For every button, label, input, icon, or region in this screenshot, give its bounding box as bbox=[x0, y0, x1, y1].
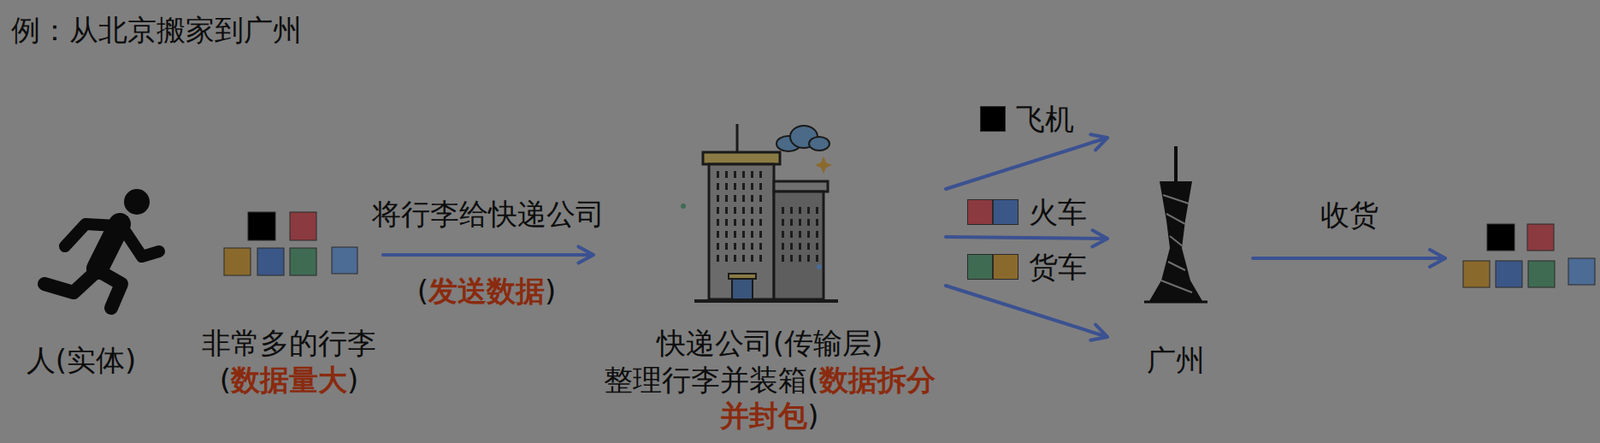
tower-icon bbox=[1144, 146, 1208, 302]
cargo-square bbox=[967, 199, 993, 225]
node-text: 广州 bbox=[1107, 342, 1245, 379]
edge-label-text: 将行李给快递公司 bbox=[371, 195, 605, 233]
cargo-square bbox=[992, 253, 1019, 280]
title: 例：从北京搬家到广州 bbox=[11, 11, 302, 49]
edge-label: 飞机 bbox=[980, 100, 1075, 138]
node-text: 整理行李并装箱(数据拆分并封包) bbox=[593, 361, 946, 435]
arrow-label: 收货 bbox=[1320, 196, 1379, 234]
cargo-square bbox=[980, 106, 1006, 132]
node-text: (数据量大) bbox=[194, 361, 384, 399]
note-label: (发送数据) bbox=[417, 272, 557, 310]
highlight-text: 数据量大 bbox=[230, 362, 348, 397]
cargo-square bbox=[967, 253, 993, 280]
edge-label-text: 火车 bbox=[1028, 194, 1087, 231]
edge-label: 货车 bbox=[967, 248, 1087, 286]
cargo-square bbox=[992, 199, 1019, 225]
luggage-icon bbox=[224, 212, 358, 276]
connector-arrow bbox=[383, 246, 594, 263]
node-text: 快递公司(传输层) bbox=[593, 324, 946, 362]
edge-label-text: 货车 bbox=[1028, 248, 1087, 286]
edge-label: 火车 bbox=[967, 194, 1087, 231]
connector-arrow bbox=[945, 230, 1108, 247]
connector-arrow bbox=[945, 134, 1108, 189]
city-node: 广州 bbox=[1107, 128, 1245, 379]
person-node: 人(实体) bbox=[4, 183, 159, 379]
node-text: 非常多的行李 bbox=[194, 324, 384, 362]
luggage-node: 非常多的行李(数据量大) bbox=[194, 205, 384, 398]
courier-node: 快递公司(传输层)整理行李并装箱(数据拆分并封包) bbox=[593, 119, 946, 435]
node-text: 人(实体) bbox=[4, 342, 159, 379]
receive-arrow bbox=[1252, 249, 1446, 267]
luggage-icon bbox=[1463, 224, 1595, 288]
edge-label: 将行李给快递公司 bbox=[371, 195, 605, 233]
edge-label-text: 飞机 bbox=[1015, 100, 1075, 138]
person-icon bbox=[44, 188, 160, 308]
highlight-text: 发送数据 bbox=[428, 273, 545, 308]
highlight-text: 数据拆分并封包 bbox=[720, 362, 935, 434]
building-icon bbox=[680, 123, 839, 302]
connector-arrow bbox=[945, 285, 1108, 341]
